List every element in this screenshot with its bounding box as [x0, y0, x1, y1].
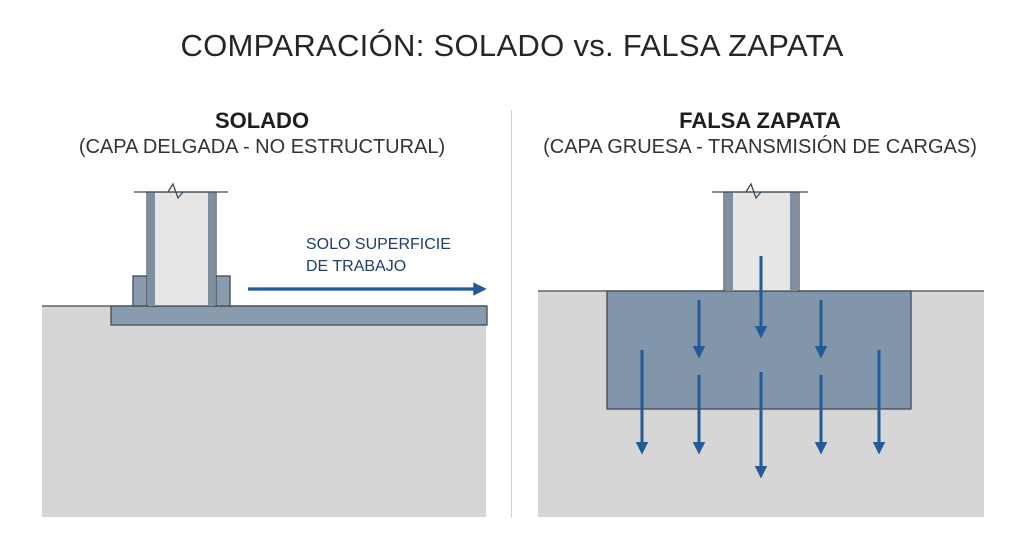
column-left	[134, 182, 228, 307]
solado-title: SOLADO	[214, 108, 310, 133]
soil-mass-left	[42, 306, 486, 517]
work-surface-annotation: SOLO SUPERFICIE DE TRABAJO	[306, 234, 451, 278]
panel-divider	[511, 110, 512, 518]
solado-subtitle: (CAPA DELGADA - NO ESTRUCTURAL)	[78, 136, 446, 158]
falsa-zapata-subtitle: (CAPA GRUESA - TRANSMISIÓN DE CARGAS)	[543, 136, 977, 158]
solado-diagram	[42, 182, 488, 517]
page-title: COMPARACIÓN: SOLADO vs. FALSA ZAPATA	[180, 28, 844, 63]
falsa-zapata-title: FALSA ZAPATA	[679, 108, 841, 133]
solado-layer	[110, 305, 488, 326]
falsa-zapata-block	[606, 290, 912, 410]
annotation-line-1: SOLO SUPERFICIE	[306, 236, 451, 253]
annotation-line-2: DE TRABAJO	[306, 258, 407, 275]
falsa-zapata-diagram	[538, 182, 984, 517]
load-arrows	[635, 256, 886, 479]
